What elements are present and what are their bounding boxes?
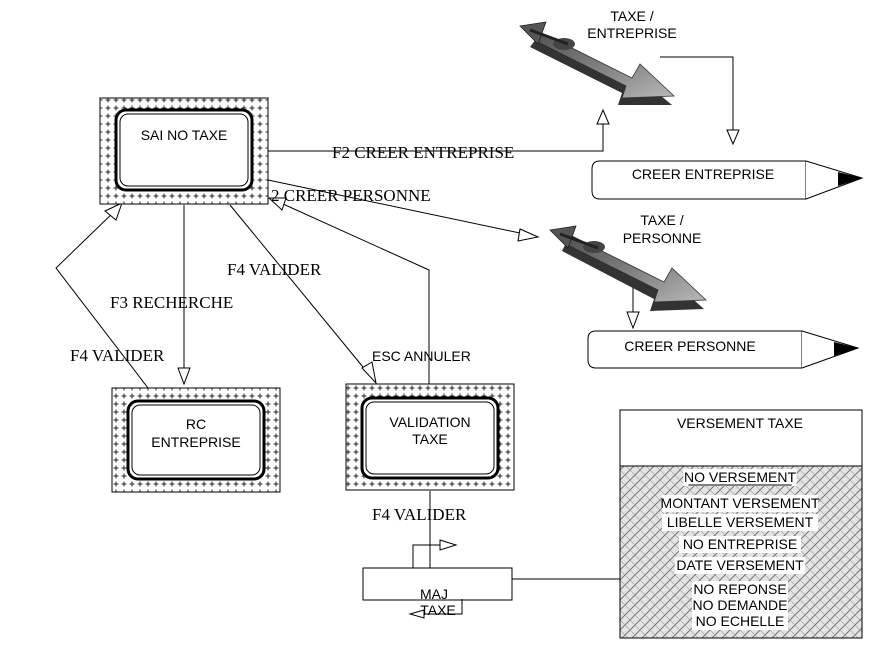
screen-rc-entreprise[interactable]: RC ENTREPRISE [111, 387, 281, 493]
flow-f4-valider-top [229, 204, 373, 379]
flow-label-line2: PERSONNE [623, 230, 702, 246]
maj-loop-arrowhead [408, 609, 425, 619]
arrowhead-esc [267, 197, 287, 211]
flow-arrow-taxe-entreprise [519, 21, 675, 105]
screen-validation-taxe[interactable]: VALIDATION TAXE [345, 383, 515, 491]
arrowhead-f2 [596, 108, 610, 125]
flow-label-line2: ENTREPRISE [587, 25, 676, 41]
maj-loop-mark [420, 599, 463, 615]
field-background [692, 581, 788, 598]
field-background [692, 613, 788, 630]
transition-label-f4-valider-top: F4 VALIDER [227, 260, 322, 279]
entity-field: NO ENTREPRISE [683, 536, 797, 552]
arrowhead-to-creer-entreprise [726, 129, 740, 146]
transition-label-f4-valider-left: F4 VALIDER [70, 346, 165, 365]
entity-field: NO REPONSE [693, 581, 786, 597]
entity-field: LIBELLE VERSEMENT [667, 514, 814, 530]
arrowhead-creer-personne [517, 228, 540, 242]
entity-field: DATE VERSEMENT [676, 557, 804, 573]
arrowhead-maj-flag [439, 539, 458, 551]
flow-creer-personne [267, 179, 535, 237]
field-background [661, 514, 819, 531]
process-maj-taxe[interactable]: MAJ TAXE [362, 567, 513, 619]
entity-field: MONTANT VERSEMENT [661, 495, 820, 511]
transition-label-f3-recherche: F3 RECHERCHE [110, 293, 233, 312]
process-label-line2: TAXE [420, 602, 456, 618]
flow-lines [55, 56, 740, 580]
screen-label-line1: VALIDATION [389, 414, 470, 430]
transition-label-f2-creer-entreprise: F2 CREER ENTREPRISE [332, 143, 514, 162]
screen-sai-no-taxe[interactable]: SAI NO TAXE [99, 97, 269, 205]
field-background [679, 536, 801, 553]
screen-label-line1: RC [186, 416, 206, 432]
flow-f4-valider-left [55, 207, 149, 389]
transition-label-esc-annuler: ESC ANNULER [372, 348, 471, 364]
flow-esc-annuler [271, 198, 430, 384]
entity-fields: NO VERSEMENT MONTANT VERSEMENT LIBELLE VER… [661, 469, 820, 630]
transition-label-creer-personne: 2 CREER PERSONNE [271, 186, 431, 205]
entity-versement-taxe[interactable]: VERSEMENT TAXE NO VERSEMENT MONTANT VERSE… [619, 409, 863, 639]
screen-label: SAI NO TAXE [141, 127, 228, 143]
pencil-label: CREER PERSONNE [624, 338, 755, 354]
transition-label-f4-valider-bottom: F4 VALIDER [372, 505, 467, 524]
flow-to-creer-entreprise [660, 56, 734, 140]
process-label-line1: MAJ [420, 586, 448, 602]
entity-field: NO ECHELLE [696, 613, 785, 629]
field-background [661, 495, 819, 512]
field-background [683, 469, 797, 486]
arrowhead-f4-top [361, 361, 377, 385]
flow-label-line1: TAXE / [640, 212, 683, 228]
arrowhead-f3 [177, 367, 191, 386]
screen-label-line2: TAXE [412, 431, 448, 447]
entity-key-field: NO VERSEMENT [684, 469, 796, 485]
pencil-creer-personne[interactable]: CREER PERSONNE [587, 330, 860, 369]
flow-arrow-taxe-personne [549, 225, 707, 311]
arrowhead-f4-left [104, 202, 123, 221]
field-background [674, 557, 806, 574]
entity-field: NO DEMANDE [693, 597, 788, 613]
pencil-creer-entreprise[interactable]: CREER ENTREPRISE [591, 160, 864, 200]
flow-f2-creer-entreprise [268, 112, 604, 152]
field-background [692, 597, 788, 614]
arrowhead-to-creer-personne [626, 311, 640, 330]
flow-label-line1: TAXE / [610, 8, 653, 24]
maj-flag [412, 544, 440, 568]
screen-label-line2: ENTREPRISE [151, 434, 240, 450]
pencil-label: CREER ENTREPRISE [632, 166, 774, 182]
entity-title: VERSEMENT TAXE [677, 415, 803, 431]
